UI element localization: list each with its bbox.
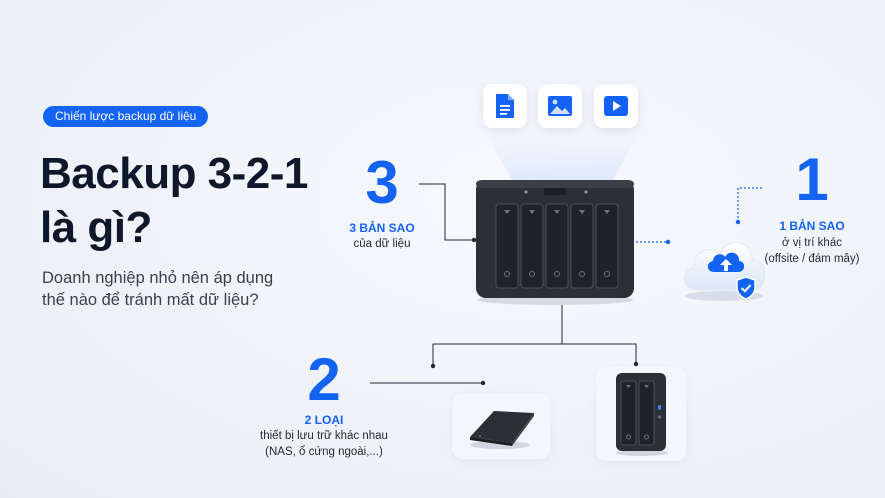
image-card <box>538 84 582 128</box>
subtitle-line-1: Doanh nghiệp nhỏ nên áp dụng <box>42 269 274 287</box>
external-drive-icon <box>470 411 534 449</box>
video-icon <box>604 96 628 116</box>
subtitle-line-2: thế nào để tránh mất dữ liệu? <box>42 291 259 309</box>
nas-5bay-icon <box>476 180 634 305</box>
document-icon <box>496 94 514 118</box>
external-drive-card <box>452 393 550 459</box>
image-icon <box>548 96 572 116</box>
category-tag: Chiến lược backup dữ liệu <box>43 106 209 127</box>
three-desc: của dữ liệu <box>353 238 411 250</box>
page-subtitle: Doanh nghiệp nhỏ nên áp dụng thế nào để … <box>42 267 322 311</box>
nas-2bay-icon <box>616 373 668 456</box>
video-card <box>594 84 638 128</box>
three-number: 3 <box>365 149 399 216</box>
page-title: Backup 3-2-1 là gì? <box>40 147 308 255</box>
shield-check-icon <box>736 276 756 300</box>
two-heading: 2 LOẠI <box>304 413 344 427</box>
one-desc-1: ở vị trí khác <box>782 237 842 249</box>
line-one <box>737 187 762 222</box>
one-heading: 1 BẢN SAO <box>779 219 845 233</box>
two-desc-2: (NAS, ổ cứng ngoài,...) <box>265 446 383 458</box>
nas-2bay-card <box>596 367 686 461</box>
three-heading: 3 BẢN SAO <box>349 221 415 235</box>
light-beam <box>485 132 640 185</box>
one-number: 1 <box>795 146 829 213</box>
line-three <box>419 183 474 241</box>
one-desc-2: (offsite / đám mây) <box>764 253 860 265</box>
title-line-1: Backup 3-2-1 <box>40 149 308 198</box>
line-split <box>432 343 637 366</box>
two-desc-1: thiết bị lưu trữ khác nhau <box>260 430 388 442</box>
two-number: 2 <box>307 346 341 413</box>
title-line-2: là gì? <box>40 203 152 252</box>
document-card <box>483 84 527 128</box>
